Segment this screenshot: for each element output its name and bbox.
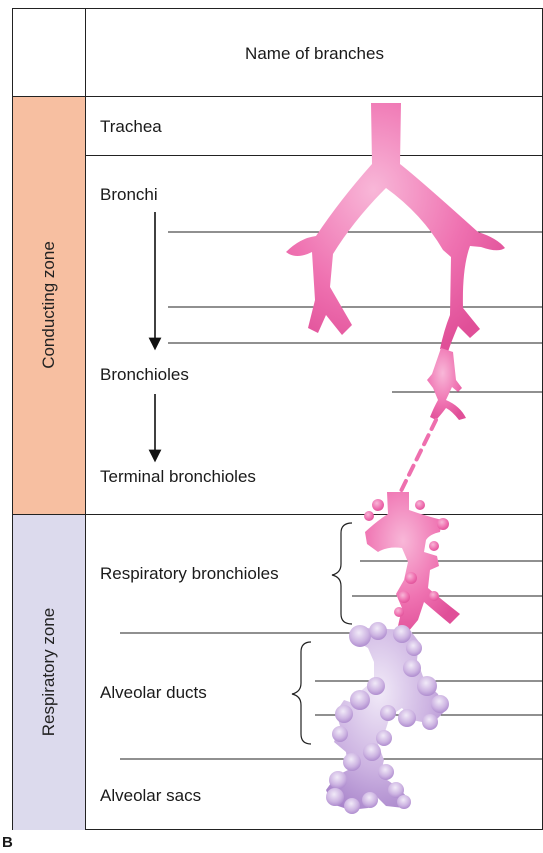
alveolar-ducts-and-sacs <box>326 622 449 814</box>
brace-respiratory-bronchioles <box>332 523 352 624</box>
respiratory-bronchiole-segment <box>364 492 460 632</box>
brace-alveolar-ducts <box>292 642 311 744</box>
conducting-airway-tree <box>286 103 505 420</box>
omitted-generations-dash <box>401 420 436 491</box>
